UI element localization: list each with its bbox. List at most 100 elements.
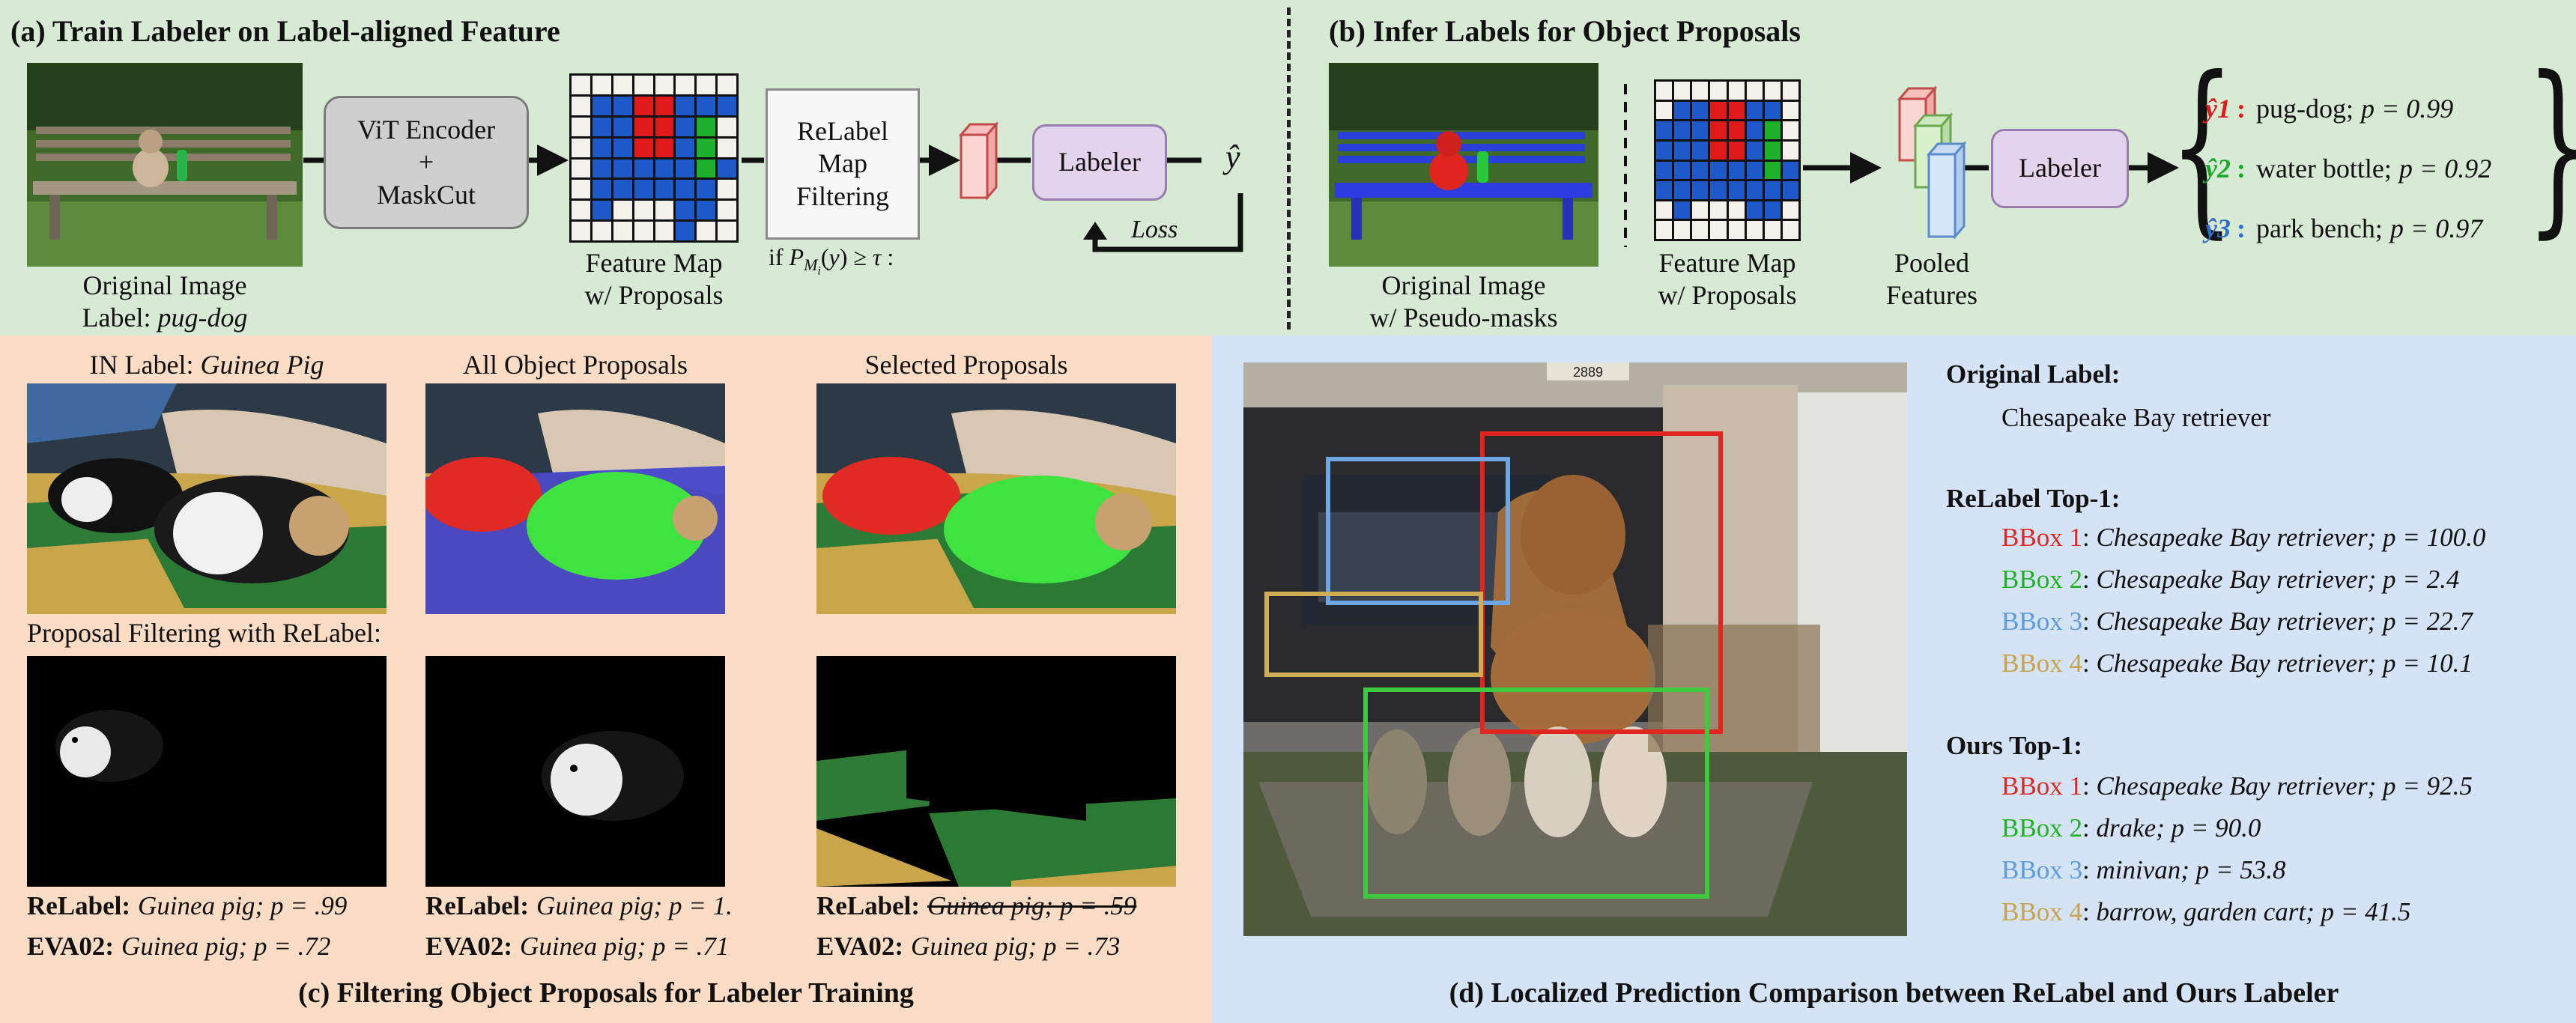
- selected-proposals-caption: Selected Proposals: [864, 350, 1068, 380]
- feature-cell: [1674, 82, 1691, 100]
- feature-cell: [1674, 141, 1691, 160]
- eva-name: EVA02:: [425, 932, 513, 961]
- dashed-divider: [1287, 7, 1291, 330]
- feature-cell: [1656, 82, 1673, 100]
- ours-heading: Ours Top-1:: [1946, 731, 2082, 760]
- prediction-symbol: ŷ1: [2205, 94, 2231, 124]
- colon: :: [2082, 649, 2097, 678]
- relabel-row: BBox 3: Chesapeake Bay retriever; p = 22…: [2001, 607, 2473, 637]
- prediction-symbol: ŷ3: [2205, 213, 2231, 243]
- feature-cell: [1710, 82, 1727, 100]
- feature-cell: [1656, 161, 1673, 180]
- labeler-box-a: Labeler: [1032, 124, 1167, 201]
- eva-result: EVA02:Guinea pig; p = .71: [425, 932, 729, 962]
- feature-cell: [1692, 121, 1709, 139]
- bbox-prediction: Chesapeake Bay retriever; p = 10.1: [2096, 649, 2473, 678]
- bbox-label: BBox 1: [2001, 771, 2082, 801]
- feature-cell: [1746, 82, 1763, 100]
- original-label-heading: Original Label:: [1946, 359, 2121, 389]
- feature-cell: [697, 180, 716, 199]
- feature-cell: [676, 117, 695, 136]
- bbox-prediction: Chesapeake Bay retriever; p = 2.4: [2096, 565, 2460, 594]
- feature-cell: [1764, 221, 1781, 239]
- feature-cell: [1656, 141, 1673, 160]
- loss-path: [1092, 193, 1243, 252]
- loss-label: Loss: [1131, 216, 1178, 243]
- panel-c-title: (c) Filtering Object Proposals for Label…: [298, 977, 914, 1009]
- feature-cell: [592, 201, 611, 220]
- feature-cell: [613, 180, 632, 199]
- feature-cell: [718, 159, 736, 178]
- feature-cell: [1710, 201, 1727, 219]
- feature-cell: [592, 117, 611, 136]
- original-label-value: Chesapeake Bay retriever: [2001, 403, 2271, 432]
- feature-cell: [592, 222, 611, 240]
- masked-proposal-3: [816, 656, 1176, 887]
- prediction-separator: :: [2236, 94, 2246, 124]
- feature-cell: [655, 117, 674, 136]
- feature-cell: [613, 138, 632, 157]
- feature-cell: [1782, 181, 1798, 199]
- relabel-value: Guinea pig; p = .99: [138, 891, 348, 920]
- feature-cell: [676, 180, 695, 199]
- feature-cell: [1782, 101, 1798, 120]
- predicted-label-y-hat: ŷ: [1225, 139, 1240, 175]
- left-brace: {: [2169, 37, 2235, 255]
- feature-cell: [1764, 141, 1781, 160]
- prediction-probability: p = 0.97: [2389, 213, 2483, 243]
- feature-cell: [1782, 141, 1798, 160]
- feature-cell: [1764, 101, 1781, 120]
- feature-cell: [1692, 101, 1709, 120]
- bbox-label: BBox 4: [2001, 649, 2082, 678]
- colon: :: [2082, 897, 2097, 926]
- feature-cell: [718, 180, 736, 199]
- bbox-4-gold: [1264, 592, 1483, 677]
- relabel-result: ReLabel:Guinea pig; p = .59: [816, 891, 1136, 921]
- right-brace: }: [2526, 52, 2576, 240]
- feature-cell: [1746, 101, 1763, 120]
- feature-cell: [634, 76, 653, 94]
- feature-cell: [613, 222, 632, 240]
- feature-cell: [676, 201, 695, 220]
- pug-bench-pseudomask-photo: [1329, 63, 1598, 267]
- ours-row: BBox 3: minivan; p = 53.8: [2001, 855, 2285, 885]
- feature-cell: [572, 76, 590, 94]
- feature-cell: [634, 222, 653, 240]
- feature-cell: [634, 180, 653, 199]
- feature-cell: [1728, 181, 1745, 199]
- feature-cell: [572, 96, 590, 115]
- feature-cell: [1746, 181, 1763, 199]
- feature-cell: [1728, 221, 1745, 239]
- bbox-3-blue: [1326, 457, 1510, 605]
- prediction-symbol: ŷ2: [2205, 154, 2231, 183]
- eva-result: EVA02:Guinea pig; p = .73: [816, 932, 1120, 962]
- feature-cell: [1710, 121, 1727, 139]
- relabel-result: ReLabel:Guinea pig; p = .99: [27, 891, 347, 921]
- feature-cell: [697, 222, 716, 240]
- feature-cell: [572, 222, 590, 240]
- prediction-row: ŷ2:water bottle;p = 0.92: [2205, 153, 2491, 184]
- feature-cell: [1764, 121, 1781, 139]
- panel-d-title: (d) Localized Prediction Comparison betw…: [1449, 977, 2339, 1009]
- feature-cell: [613, 76, 632, 94]
- relabel-row: BBox 2: Chesapeake Bay retriever; p = 2.…: [2001, 565, 2459, 595]
- panel-a-title: (a) Train Labeler on Label-aligned Featu…: [10, 14, 560, 48]
- all-proposals-photo: [425, 383, 725, 614]
- feature-cell: [1656, 101, 1673, 120]
- feature-cell: [655, 180, 674, 199]
- prediction-separator: :: [2236, 154, 2246, 183]
- feature-cell: [697, 138, 716, 157]
- feature-cell: [1782, 82, 1798, 100]
- feature-cell: [676, 222, 695, 240]
- feature-cell: [718, 222, 736, 240]
- feature-cell: [1728, 121, 1745, 139]
- feature-cell: [718, 76, 736, 94]
- feature-cell: [1746, 141, 1763, 160]
- bbox-1-red: [1480, 431, 1723, 734]
- relabel-name: ReLabel:: [425, 891, 530, 920]
- feature-cell: [1782, 201, 1798, 219]
- feature-cell: [1710, 161, 1727, 180]
